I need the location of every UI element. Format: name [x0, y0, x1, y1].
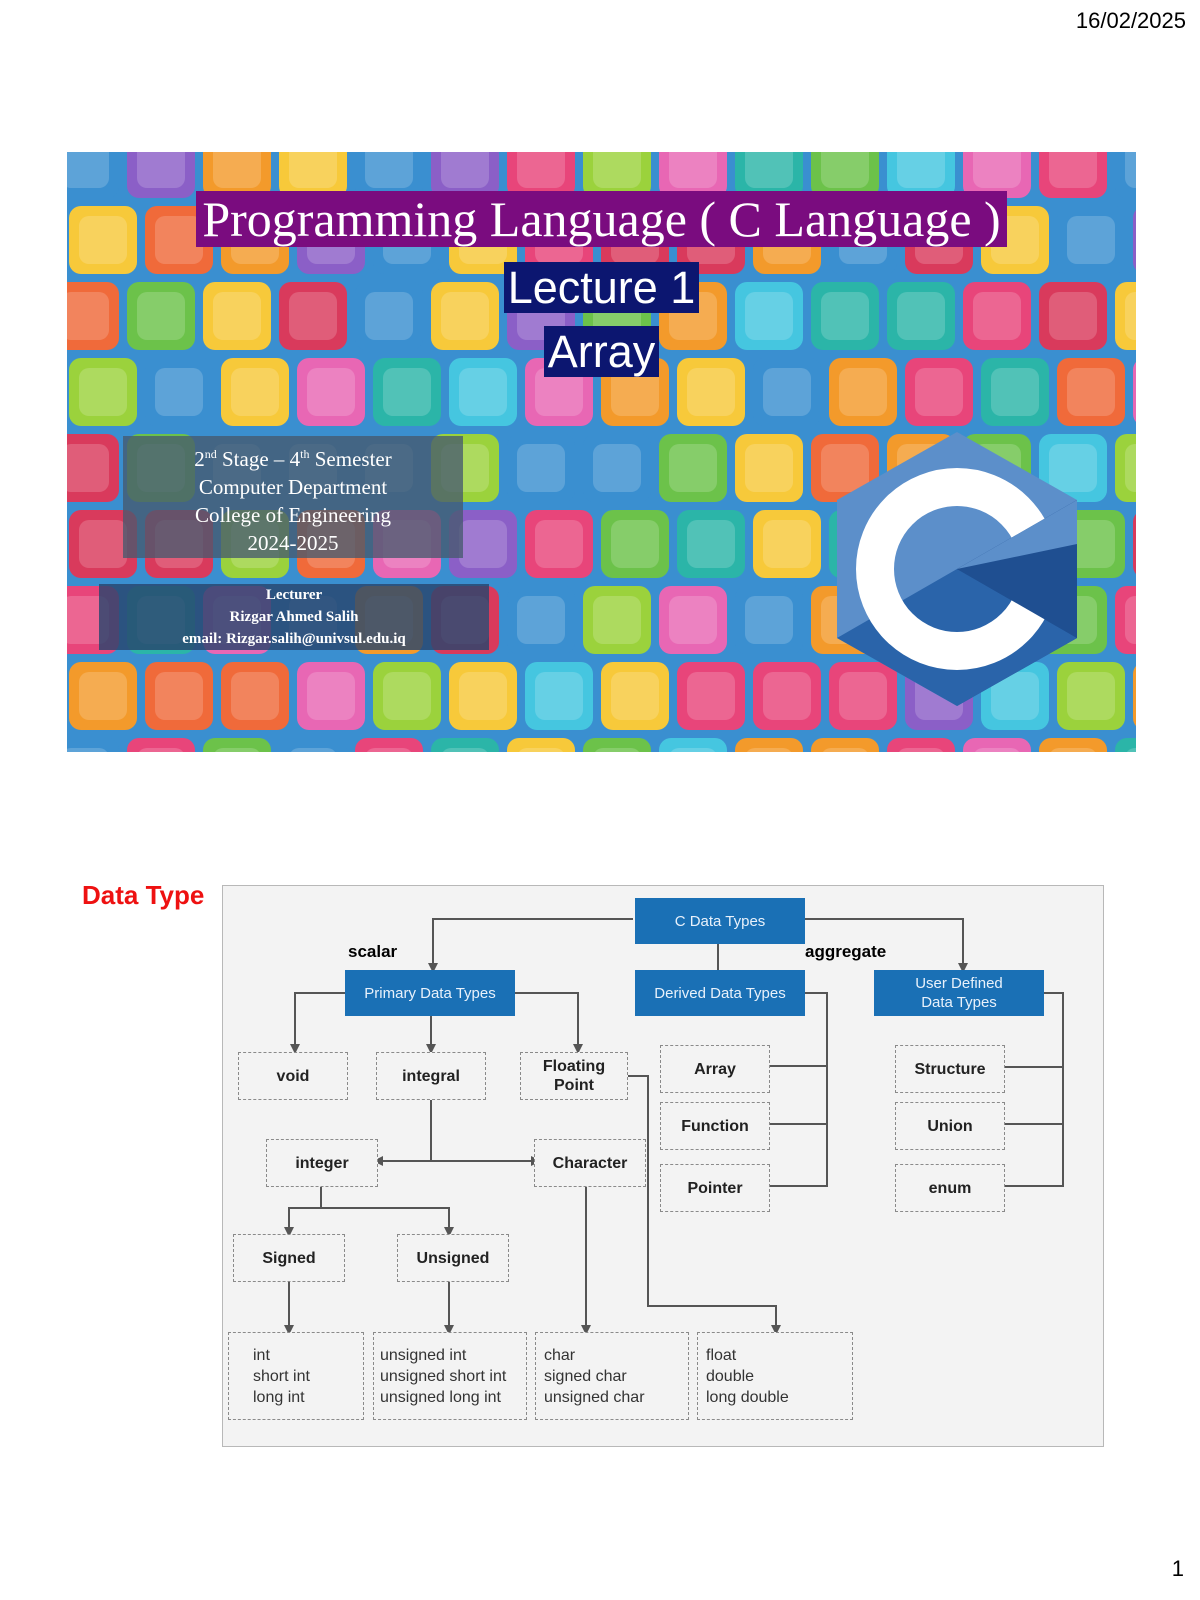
- signed-box: Signed: [233, 1234, 345, 1282]
- structure-box: Structure: [895, 1045, 1005, 1093]
- lecturer-email: email: Rizgar.salih@univsul.edu.iq: [182, 631, 406, 647]
- page-number: 1: [1171, 1556, 1184, 1581]
- pointer-box: Pointer: [660, 1164, 770, 1212]
- list-item: int: [253, 1347, 270, 1364]
- presentation-title: Programming Language ( C Language ): [67, 190, 1136, 248]
- c-language-logo-icon: [837, 432, 1077, 706]
- derived-data-types-node: Derived Data Types: [635, 970, 805, 1016]
- unsigned-types-list: unsigned int unsigned short int unsigned…: [373, 1332, 527, 1420]
- date: 16/02/2025: [1075, 8, 1186, 33]
- void-box: void: [238, 1052, 348, 1100]
- list-item: unsigned short int: [380, 1368, 507, 1385]
- list-item: unsigned long int: [380, 1389, 501, 1406]
- integer-box: integer: [266, 1139, 378, 1187]
- aggregate-label: aggregate: [805, 942, 887, 961]
- array-box: Array: [660, 1045, 770, 1093]
- list-item: double: [706, 1368, 755, 1385]
- lecturer-label: Lecturer: [265, 587, 323, 603]
- title-slide: Programming Language ( C Language ) Lect…: [67, 152, 1136, 752]
- function-box: Function: [660, 1102, 770, 1150]
- char-types-list: char signed char unsigned char: [535, 1332, 689, 1420]
- character-box: Character: [534, 1139, 646, 1187]
- academic-year: 2024-2025: [247, 531, 339, 555]
- list-item: signed char: [544, 1368, 627, 1385]
- float-types-list: float double long double: [697, 1332, 853, 1420]
- list-item: char: [544, 1347, 576, 1364]
- diagram-connectors: [284, 918, 1064, 1335]
- college: College of Engineering: [195, 503, 391, 527]
- lecture-number: Lecture 1: [67, 260, 1136, 316]
- integral-box: integral: [376, 1052, 486, 1100]
- union-box: Union: [895, 1102, 1005, 1150]
- unsigned-box: Unsigned: [397, 1234, 509, 1282]
- enum-box: enum: [895, 1164, 1005, 1212]
- lecturer-box: Lecturer Rizgar Ahmed Salih email: Rizga…: [99, 584, 489, 650]
- slide-heading: Data Type: [82, 880, 205, 910]
- list-item: float: [706, 1347, 737, 1364]
- lecture-topic: Array: [67, 324, 1136, 380]
- list-item: long double: [706, 1389, 789, 1406]
- c-data-types-node: C Data Types: [635, 898, 805, 944]
- scalar-label: scalar: [348, 942, 398, 961]
- stage-line: 2nd Stage – 4th Semester: [194, 447, 392, 471]
- primary-data-types-node: Primary Data Types: [345, 970, 515, 1016]
- department: Computer Department: [198, 475, 388, 499]
- course-info-box: 2nd Stage – 4th Semester Computer Depart…: [123, 436, 463, 558]
- list-item: long int: [253, 1389, 305, 1406]
- signed-types-list: int short int long int: [228, 1332, 364, 1420]
- list-item: unsigned char: [544, 1389, 645, 1406]
- lecturer-name: Rizgar Ahmed Salih: [229, 609, 359, 625]
- list-item: short int: [253, 1368, 310, 1385]
- c-data-types-diagram: scalar aggregate C Data Types Primary Da…: [222, 885, 1104, 1447]
- list-item: unsigned int: [380, 1347, 467, 1364]
